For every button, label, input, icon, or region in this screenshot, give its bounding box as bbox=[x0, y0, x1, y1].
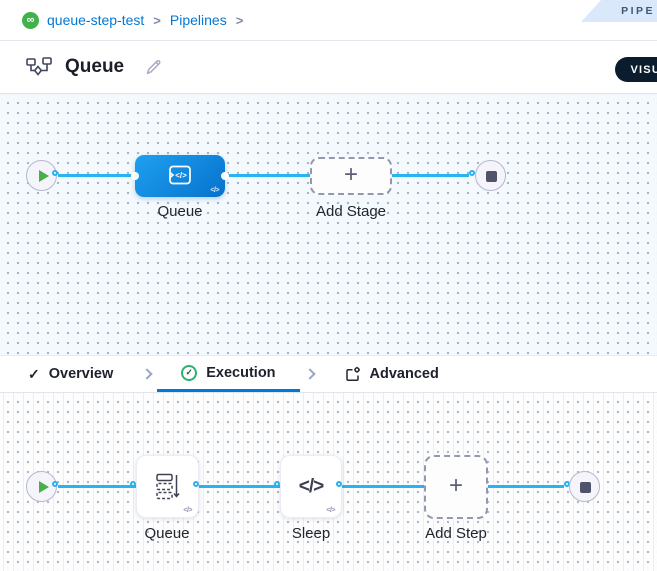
step-node-queue[interactable]: </> bbox=[136, 455, 199, 518]
step-label: Sleep bbox=[291, 525, 331, 542]
check-icon: ✓ bbox=[28, 365, 40, 382]
connector-line bbox=[342, 485, 424, 488]
execution-canvas[interactable]: </> Queue </> </> Sleep + Add Step bbox=[0, 393, 657, 571]
queue-step-icon bbox=[156, 473, 180, 500]
stage-node-queue[interactable]: </> </> bbox=[131, 155, 229, 197]
stage-config-tabs: ✓ Overview ✓ Execution Advanced bbox=[0, 355, 657, 393]
step-label: Queue bbox=[144, 525, 190, 542]
tab-advanced-label: Advanced bbox=[369, 366, 439, 382]
connector-port[interactable] bbox=[131, 172, 139, 180]
module-cd-icon: ∞ bbox=[22, 11, 39, 29]
tab-execution[interactable]: ✓ Execution bbox=[157, 356, 300, 392]
connector-line bbox=[488, 485, 564, 488]
tab-advanced[interactable]: Advanced bbox=[320, 356, 463, 392]
connector-port[interactable] bbox=[221, 172, 229, 180]
play-icon bbox=[39, 481, 49, 493]
breadcrumb: ∞ queue-step-test > Pipelines > bbox=[0, 0, 657, 41]
execution-start-node bbox=[26, 471, 57, 502]
check-circle-icon: ✓ bbox=[181, 364, 198, 381]
stop-icon bbox=[485, 170, 497, 182]
stage-label: Queue bbox=[157, 203, 203, 220]
connector-port[interactable] bbox=[52, 481, 58, 487]
connector-port[interactable] bbox=[469, 170, 475, 176]
stage-canvas[interactable]: </> </> Queue + Add Stage bbox=[0, 94, 657, 355]
code-badge-icon: </> bbox=[326, 507, 335, 514]
sleep-step-icon: </> bbox=[298, 475, 325, 497]
connector-line bbox=[225, 174, 310, 177]
add-step-label: Add Step bbox=[425, 525, 487, 542]
play-icon bbox=[39, 170, 49, 182]
breadcrumb-project-link[interactable]: queue-step-test bbox=[47, 12, 145, 28]
tab-overview[interactable]: ✓ Overview bbox=[0, 356, 137, 392]
pipeline-header: Queue bbox=[0, 41, 657, 94]
add-stage-label: Add Stage bbox=[315, 203, 387, 220]
breadcrumb-separator: > bbox=[153, 12, 161, 28]
pipeline-icon bbox=[26, 57, 52, 76]
chevron-right-icon bbox=[141, 368, 153, 380]
add-step-button[interactable]: + bbox=[424, 455, 488, 519]
connector-line bbox=[58, 174, 136, 177]
page-title: Queue bbox=[65, 56, 125, 77]
connector-port[interactable] bbox=[336, 481, 342, 487]
advanced-tab-icon bbox=[345, 366, 360, 381]
breadcrumb-separator: > bbox=[235, 12, 244, 28]
plus-icon: + bbox=[343, 161, 358, 188]
edit-pencil-icon[interactable] bbox=[144, 58, 163, 77]
stop-icon bbox=[579, 481, 591, 493]
ci-stage-icon: </> bbox=[169, 165, 191, 185]
step-node-sleep[interactable]: </> </> bbox=[280, 455, 342, 518]
plus-icon: + bbox=[448, 472, 463, 499]
connector-port[interactable] bbox=[130, 481, 136, 487]
tab-overview-label: Overview bbox=[48, 366, 114, 382]
code-badge-icon: </> bbox=[183, 507, 192, 514]
add-stage-button[interactable]: + bbox=[310, 157, 392, 195]
connector-port[interactable] bbox=[274, 481, 280, 487]
pipeline-end-node bbox=[475, 160, 506, 191]
code-badge-icon: </> bbox=[210, 187, 219, 194]
tab-execution-label: Execution bbox=[206, 364, 276, 381]
chevron-right-icon bbox=[303, 368, 316, 380]
svg-text:</>: </> bbox=[175, 171, 187, 180]
connector-line bbox=[58, 485, 136, 488]
connector-port[interactable] bbox=[52, 170, 58, 176]
connector-line bbox=[199, 485, 280, 488]
connector-line bbox=[392, 174, 469, 177]
pipeline-studio-ribbon: PIPE bbox=[581, 0, 657, 22]
visual-yaml-toggle[interactable]: VISU bbox=[614, 57, 657, 82]
connector-port[interactable] bbox=[193, 481, 199, 487]
execution-end-node bbox=[569, 471, 600, 502]
pipeline-start-node bbox=[26, 160, 57, 191]
breadcrumb-pipelines-link[interactable]: Pipelines bbox=[169, 12, 227, 28]
